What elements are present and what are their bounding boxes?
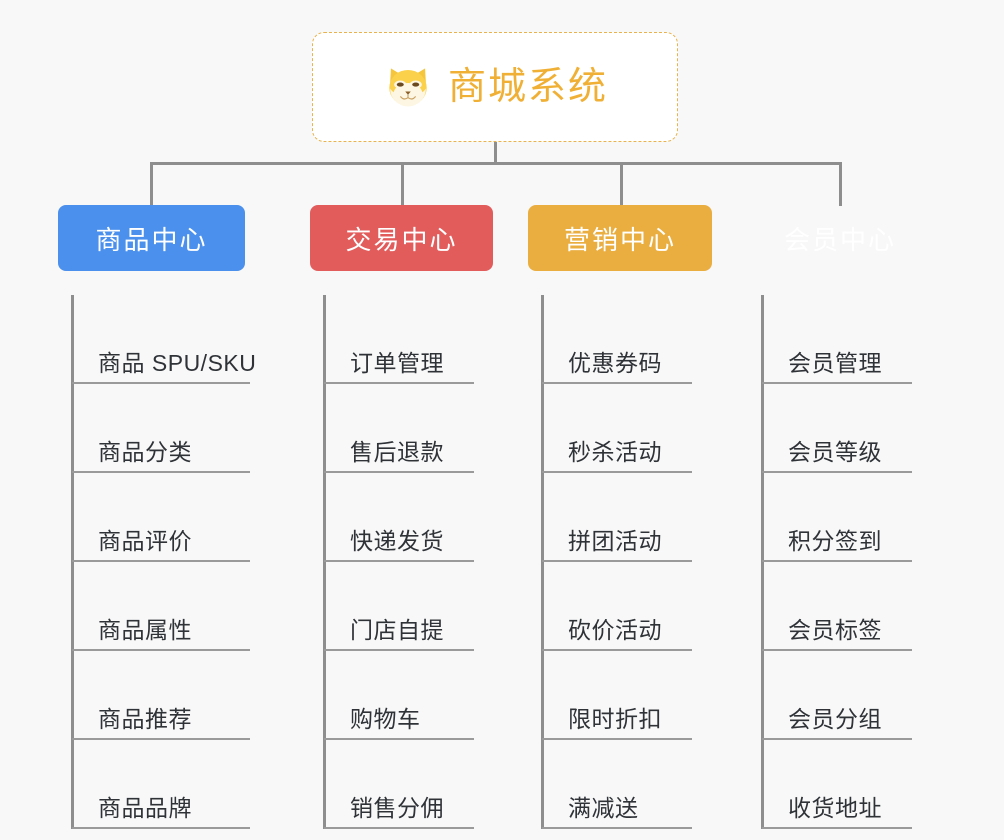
leaf-label: 积分签到	[788, 528, 882, 555]
leaf-label: 会员标签	[788, 617, 882, 644]
leaf-label: 商品推荐	[98, 706, 192, 733]
leaf-item[interactable]: 商品评价	[72, 473, 250, 562]
connector-drop-branch-3	[839, 162, 842, 206]
leaf-label: 商品评价	[98, 528, 192, 555]
leaf-item[interactable]: 商品分类	[72, 384, 250, 473]
leaf-item[interactable]: 商品品牌	[72, 740, 250, 829]
leaf-list-3: 会员管理 会员等级 积分签到 会员标签 会员分组 收货地址	[748, 295, 958, 829]
leaf-item[interactable]: 会员等级	[762, 384, 912, 473]
leaf-label: 订单管理	[350, 350, 444, 377]
branch-header-3[interactable]: 会员中心	[748, 205, 932, 271]
leaf-label: 售后退款	[350, 439, 444, 466]
leaf-item[interactable]: 优惠券码	[542, 295, 692, 384]
branch-title-1: 交易中心	[345, 224, 458, 255]
root-node[interactable]: 商城系统	[312, 32, 678, 142]
connector-drop-branch-2	[620, 162, 623, 206]
leaf-item[interactable]: 限时折扣	[542, 651, 692, 740]
leaf-label: 拼团活动	[568, 528, 662, 555]
leaf-label: 限时折扣	[568, 706, 662, 733]
branch-column-商品中心: 商品中心 商品 SPU/SKU 商品分类 商品评价 商品属性 商品推荐 商品品牌	[58, 205, 278, 829]
branch-trunk-1	[323, 295, 326, 829]
branch-trunk-2	[541, 295, 544, 829]
branch-column-交易中心: 交易中心 订单管理 售后退款 快递发货 门店自提 购物车 销售分佣	[310, 205, 520, 829]
branch-trunk-0	[71, 295, 74, 829]
leaf-item[interactable]: 订单管理	[324, 295, 474, 384]
leaf-label: 优惠券码	[568, 350, 662, 377]
leaf-label: 商品属性	[98, 617, 192, 644]
root-title: 商城系统	[447, 66, 608, 108]
leaf-label: 满减送	[568, 795, 639, 822]
leaf-list-1: 订单管理 售后退款 快递发货 门店自提 购物车 销售分佣	[310, 295, 520, 829]
leaf-label: 商品品牌	[98, 795, 192, 822]
leaf-item[interactable]: 会员标签	[762, 562, 912, 651]
leaf-item[interactable]: 满减送	[542, 740, 692, 829]
branch-header-2[interactable]: 营销中心	[528, 205, 712, 271]
leaf-item[interactable]: 会员管理	[762, 295, 912, 384]
leaf-label: 快递发货	[350, 528, 444, 555]
leaf-label: 会员分组	[788, 706, 882, 733]
leaf-item[interactable]: 快递发货	[324, 473, 474, 562]
leaf-item[interactable]: 积分签到	[762, 473, 912, 562]
leaf-item[interactable]: 拼团活动	[542, 473, 692, 562]
leaf-item[interactable]: 商品 SPU/SKU	[72, 295, 256, 384]
leaf-label: 砍价活动	[568, 617, 662, 644]
leaf-label: 秒杀活动	[568, 439, 662, 466]
leaf-label: 购物车	[350, 706, 421, 733]
branch-column-会员中心: 会员中心 会员管理 会员等级 积分签到 会员标签 会员分组 收货地址	[748, 205, 958, 829]
branch-title-2: 营销中心	[563, 224, 676, 255]
leaf-item[interactable]: 售后退款	[324, 384, 474, 473]
leaf-item[interactable]: 商品推荐	[72, 651, 250, 740]
leaf-list-0: 商品 SPU/SKU 商品分类 商品评价 商品属性 商品推荐 商品品牌	[58, 295, 278, 829]
leaf-label: 销售分佣	[350, 795, 444, 822]
leaf-label: 收货地址	[788, 795, 882, 822]
leaf-label: 门店自提	[350, 617, 444, 644]
leaf-list-2: 优惠券码 秒杀活动 拼团活动 砍价活动 限时折扣 满减送	[528, 295, 738, 829]
connector-drop-branch-1	[401, 162, 404, 206]
branch-header-0[interactable]: 商品中心	[58, 205, 245, 271]
leaf-label: 会员管理	[788, 350, 882, 377]
branch-header-1[interactable]: 交易中心	[310, 205, 493, 271]
branch-trunk-3	[761, 295, 764, 829]
shiba-dog-face-icon	[389, 68, 427, 107]
leaf-item[interactable]: 商品属性	[72, 562, 250, 651]
leaf-item[interactable]: 秒杀活动	[542, 384, 692, 473]
leaf-label: 商品分类	[98, 439, 192, 466]
branch-column-营销中心: 营销中心 优惠券码 秒杀活动 拼团活动 砍价活动 限时折扣 满减送	[528, 205, 738, 829]
leaf-item[interactable]: 门店自提	[324, 562, 474, 651]
connector-horizontal-bus	[150, 162, 841, 165]
leaf-label: 商品 SPU/SKU	[98, 350, 257, 377]
leaf-item[interactable]: 销售分佣	[324, 740, 474, 829]
leaf-item[interactable]: 收货地址	[762, 740, 912, 829]
leaf-item[interactable]: 购物车	[324, 651, 474, 740]
connector-drop-branch-0	[150, 162, 153, 206]
branch-title-3: 会员中心	[783, 224, 896, 255]
leaf-label: 会员等级	[788, 439, 882, 466]
leaf-item[interactable]: 会员分组	[762, 651, 912, 740]
branch-title-0: 商品中心	[95, 224, 208, 255]
leaf-item[interactable]: 砍价活动	[542, 562, 692, 651]
connector-root-stem	[494, 142, 497, 164]
